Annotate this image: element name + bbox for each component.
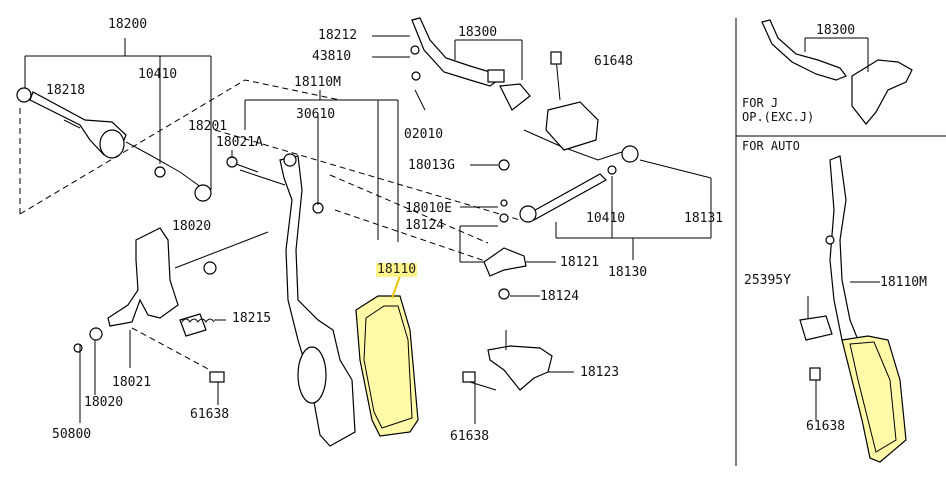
label-43810[interactable]: 43810	[312, 49, 352, 64]
return-spring-18215	[181, 318, 226, 323]
label-18020b[interactable]: 18020	[84, 395, 124, 410]
label-18201[interactable]: 18201	[188, 119, 228, 134]
stopper-18201	[226, 150, 259, 173]
pedal-arm-18110M	[239, 90, 399, 447]
note-op-exc-j: OP.(EXC.J)	[742, 110, 815, 124]
inset-label-61638[interactable]: 61638	[806, 419, 846, 434]
linkage-18131	[519, 159, 712, 260]
note-for-auto: FOR AUTO	[742, 139, 800, 153]
label-10410a[interactable]: 10410	[138, 67, 178, 82]
label-18010E[interactable]: 18010E	[405, 201, 452, 216]
label-18123[interactable]: 18123	[580, 365, 620, 380]
inset-label-18300[interactable]: 18300	[816, 23, 856, 38]
label-18110M[interactable]: 18110M	[294, 75, 341, 90]
bracket-18123	[462, 288, 574, 424]
label-18215[interactable]: 18215	[232, 311, 272, 326]
label-18021A[interactable]: 18021A	[216, 135, 263, 150]
bracket-61648	[545, 51, 599, 151]
label-18218[interactable]: 18218	[46, 83, 86, 98]
inset-label-25395Y[interactable]: 25395Y	[744, 273, 791, 288]
label-61648[interactable]: 61648	[594, 54, 634, 69]
inset-label-18110M[interactable]: 18110M	[880, 275, 927, 290]
label-18200[interactable]: 18200	[108, 17, 148, 32]
label-61638a[interactable]: 61638	[190, 407, 230, 422]
label-10410b[interactable]: 10410	[586, 211, 626, 226]
label-18300[interactable]: 18300	[458, 25, 498, 40]
label-18131[interactable]: 18131	[684, 211, 724, 226]
label-18013G[interactable]: 18013G	[408, 158, 455, 173]
panel-dividers	[735, 18, 946, 466]
pedal-pad-18110	[355, 275, 419, 437]
label-18212[interactable]: 18212	[318, 28, 358, 43]
label-02010[interactable]: 02010	[404, 127, 444, 142]
bracket-18020	[73, 227, 269, 423]
throttle-cable-18200	[16, 38, 212, 202]
label-18124a[interactable]: 18124	[405, 218, 445, 233]
label-18021[interactable]: 18021	[112, 375, 152, 390]
inset-pedal-auto	[799, 155, 907, 463]
label-61638b[interactable]: 61638	[450, 429, 490, 444]
note-for-j: FOR J	[742, 96, 779, 110]
label-18020a[interactable]: 18020	[172, 219, 212, 234]
inset-cable-18300	[761, 19, 913, 125]
label-50800[interactable]: 50800	[52, 427, 92, 442]
label-18124b[interactable]: 18124	[540, 289, 580, 304]
label-18130[interactable]: 18130	[608, 265, 648, 280]
inner-cable-18300	[372, 17, 639, 163]
label-18121[interactable]: 18121	[560, 255, 600, 270]
lever-18121	[459, 159, 556, 277]
label-30610[interactable]: 30610	[296, 107, 336, 122]
label-18110-highlighted[interactable]: 18110	[376, 262, 418, 277]
dashed-guide-lines	[19, 79, 521, 263]
